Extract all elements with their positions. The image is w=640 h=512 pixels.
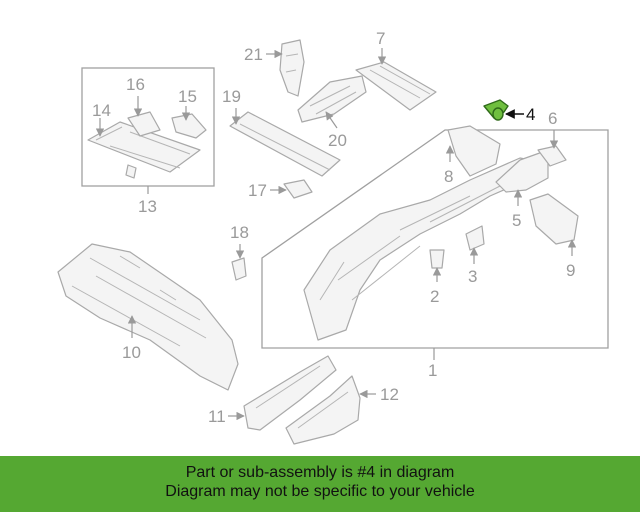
- part-12[interactable]: [285, 375, 361, 445]
- callout-17: 17: [248, 181, 267, 200]
- part-18[interactable]: [231, 257, 247, 281]
- callout-16: 16: [126, 75, 145, 94]
- callout-15: 15: [178, 87, 197, 106]
- part-19[interactable]: [229, 111, 341, 177]
- callout-10: 10: [122, 343, 141, 362]
- callout-11: 11: [208, 407, 226, 426]
- callout-2: 2: [430, 287, 439, 306]
- part-11[interactable]: [243, 355, 337, 431]
- callout-9: 9: [566, 261, 575, 280]
- callout-14: 14: [92, 101, 111, 120]
- callout-5: 5: [512, 211, 521, 230]
- callout-13: 13: [138, 197, 157, 216]
- leader-lines: [95, 48, 577, 421]
- group-box-1: [261, 129, 609, 349]
- part-21[interactable]: [279, 39, 305, 97]
- callout-20: 20: [328, 131, 347, 150]
- callout-7: 7: [376, 29, 385, 48]
- callout-8: 8: [444, 167, 453, 186]
- banner-line-1: Part or sub-assembly is #4 in diagram: [185, 464, 455, 481]
- callout-1: 1: [428, 361, 437, 380]
- part-20[interactable]: [297, 75, 367, 123]
- part-14[interactable]: [87, 121, 201, 179]
- part-17[interactable]: [283, 179, 313, 199]
- part-9[interactable]: [529, 193, 579, 245]
- part-2[interactable]: [429, 249, 445, 269]
- part-15[interactable]: [171, 113, 207, 139]
- callout-18: 18: [230, 223, 249, 242]
- callout-3: 3: [468, 267, 477, 286]
- part-5[interactable]: [495, 149, 549, 193]
- part-3[interactable]: [465, 225, 485, 251]
- callout-19: 19: [222, 87, 241, 106]
- part-4-highlighted[interactable]: [483, 99, 509, 121]
- part-10[interactable]: [57, 243, 239, 391]
- callout-21: 21: [244, 45, 263, 64]
- callout-4: 4: [526, 105, 535, 124]
- banner-line-2: Diagram may not be specific to your vehi…: [165, 483, 475, 500]
- part-16[interactable]: [127, 111, 161, 137]
- callout-6: 6: [548, 109, 557, 128]
- part-7[interactable]: [355, 61, 437, 111]
- callout-12: 12: [380, 385, 399, 404]
- part-8[interactable]: [447, 125, 501, 177]
- parts-diagram: 1 2 3 4 5 6 7 8 9 10 11 12 13 14 15 16 1…: [57, 29, 609, 445]
- info-banner: Part or sub-assembly is #4 in diagram Di…: [0, 456, 640, 512]
